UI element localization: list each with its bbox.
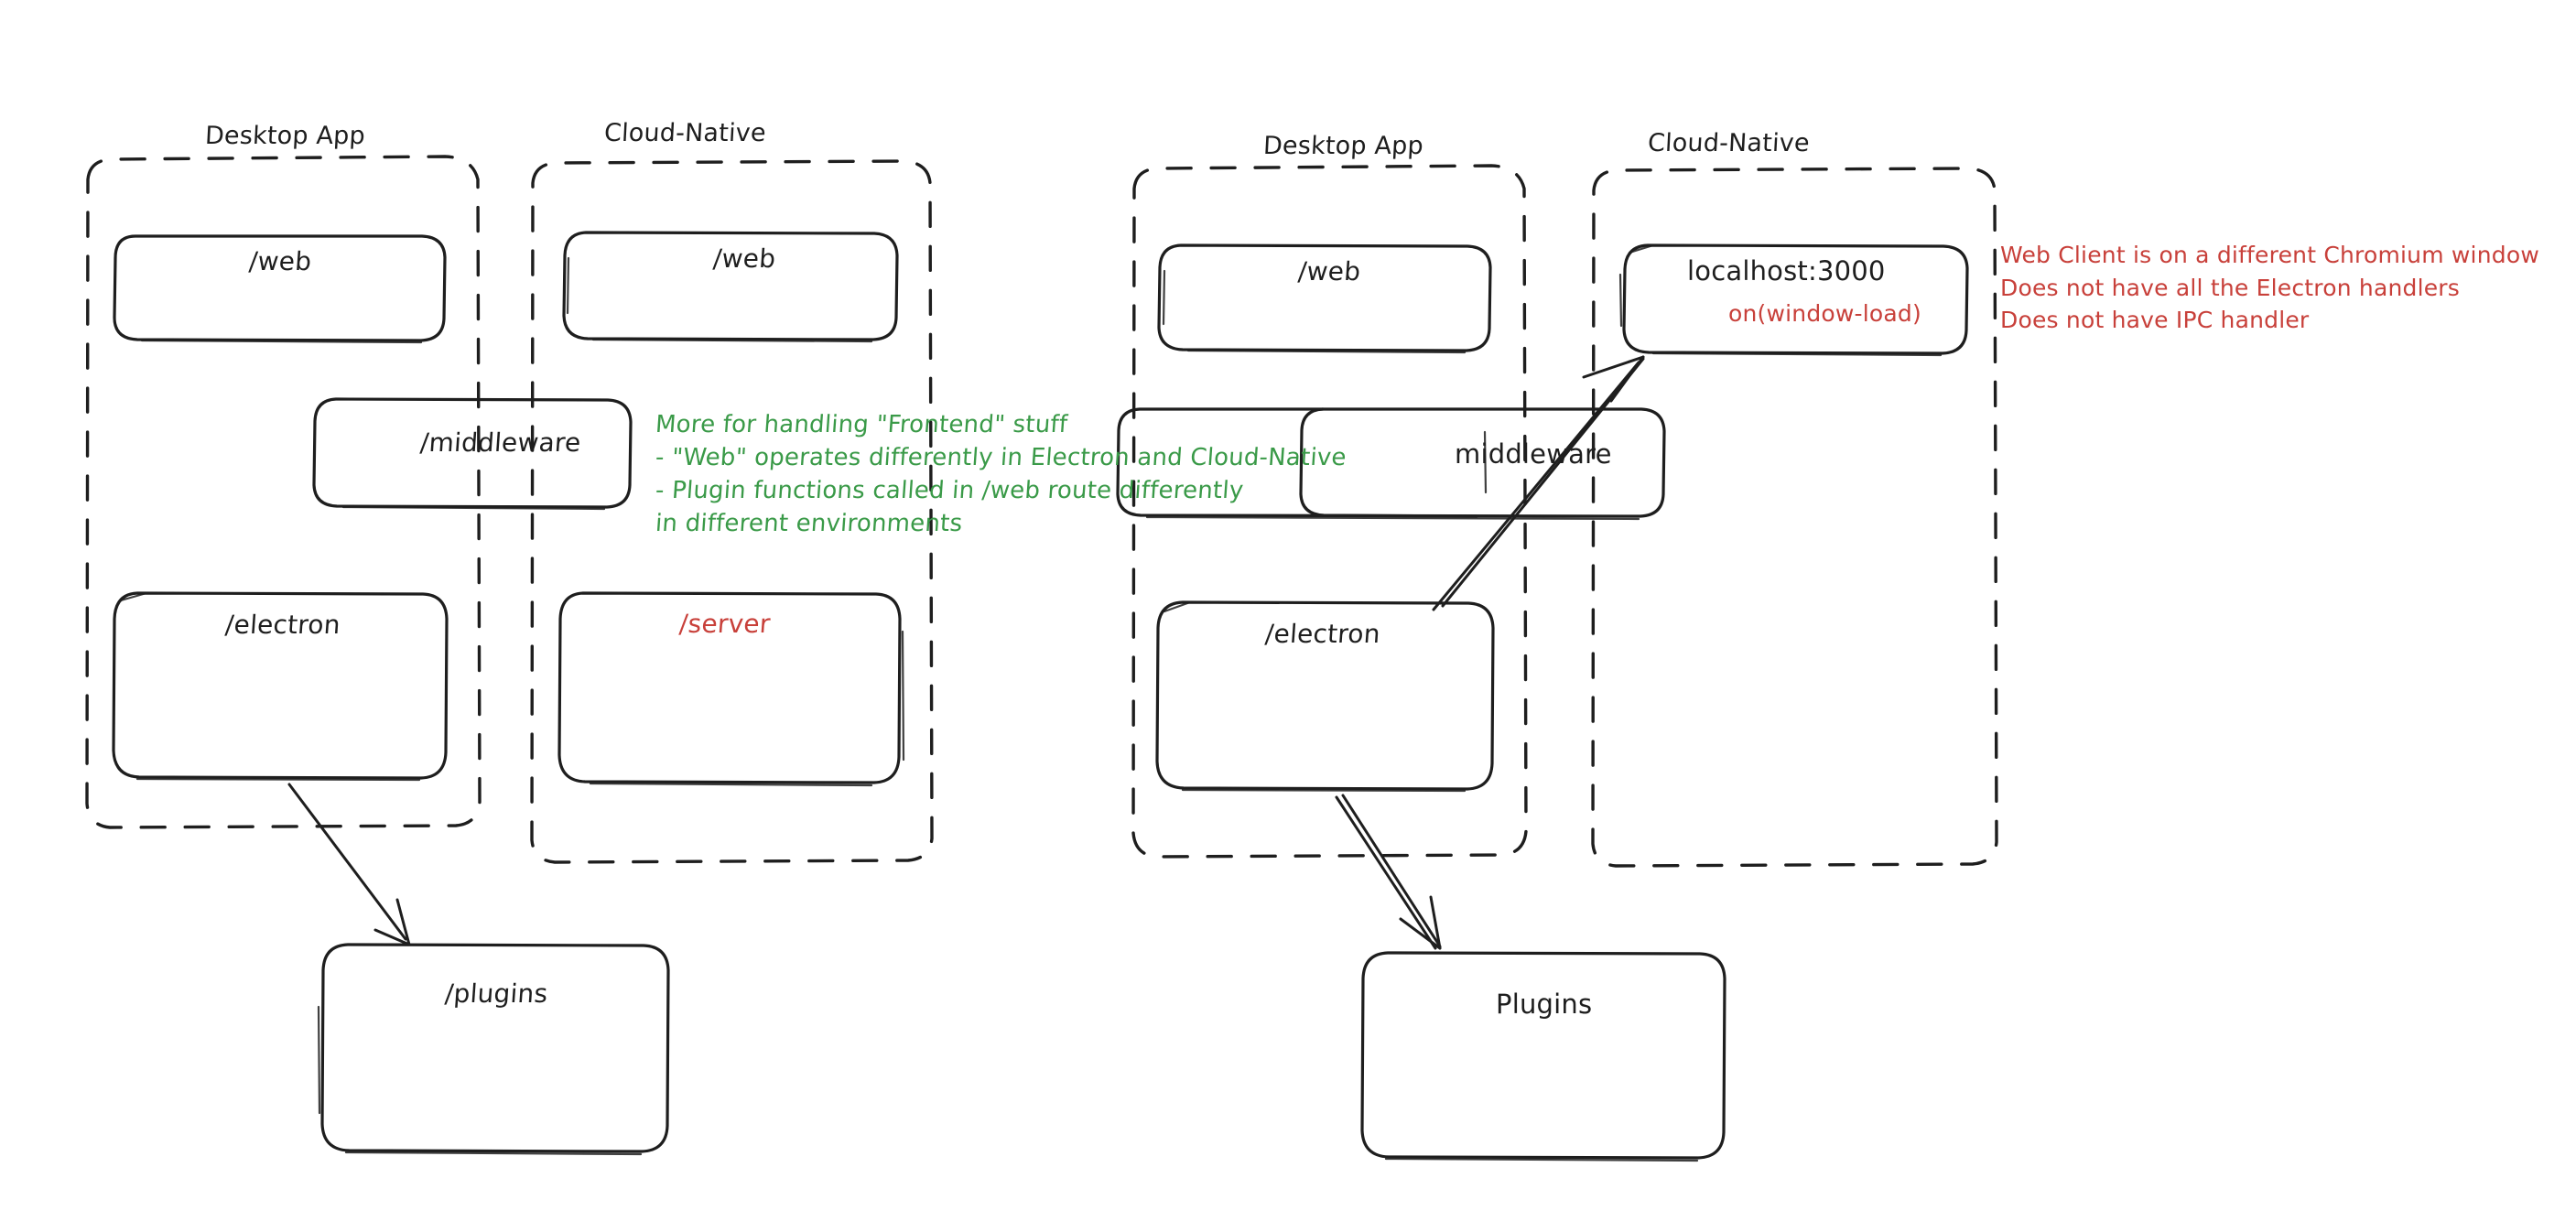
left-desktop-web-label: /web [247, 246, 313, 276]
red-annotation-note: Web Client is on a different Chromium wi… [2000, 239, 2539, 337]
right-localhost-onload-label: on(window-load) [1728, 300, 1921, 327]
left-cloud-web-label: /web [711, 243, 777, 274]
left-middleware-label: /middleware [418, 427, 582, 458]
right-desktop-app-title: Desktop App [1262, 132, 1424, 160]
left-plugins-box [317, 943, 670, 1156]
right-plugins-label: Plugins [1496, 989, 1593, 1020]
right-middleware-label: middleware [1455, 438, 1612, 470]
right-electron-to-plugins-arrow [1335, 794, 1442, 950]
green-note-line-2: - "Web" operates differently in Electron… [655, 443, 1348, 471]
left-middleware-box [312, 397, 633, 511]
green-annotation-note: More for handling "Frontend" stuff - "We… [655, 409, 1348, 541]
left-desktop-app-title: Desktop App [204, 122, 366, 150]
right-plugins-box [1360, 951, 1726, 1162]
right-desktop-app-container [1131, 164, 1528, 859]
left-desktop-app-container [85, 155, 482, 829]
left-cloud-native-title: Cloud-Native [603, 119, 767, 147]
left-electron-box [112, 591, 449, 782]
right-middleware-box [1116, 407, 1666, 521]
right-cloud-native-container [1591, 167, 1998, 868]
right-desktop-web-label: /web [1296, 256, 1362, 286]
green-note-line-1: More for handling "Frontend" stuff [655, 411, 1069, 438]
red-note-line-3: Does not have IPC handler [2000, 307, 2310, 333]
green-note-line-4: in different environments [655, 509, 964, 537]
right-cloud-native-title: Cloud-Native [1647, 129, 1811, 157]
right-electron-box [1155, 600, 1495, 793]
right-localhost-box [1618, 243, 1969, 357]
right-electron-to-localhost-arrow [1432, 355, 1645, 611]
right-localhost-label: localhost:3000 [1687, 255, 1886, 286]
green-note-line-3: - Plugin functions called in /web route … [655, 476, 1245, 504]
left-plugins-label: /plugins [443, 978, 549, 1009]
right-desktop-web-box [1157, 243, 1492, 354]
right-electron-label: /electron [1263, 619, 1381, 649]
left-electron-to-plugins-arrow [287, 783, 411, 946]
red-note-line-1: Web Client is on a different Chromium wi… [2000, 242, 2539, 268]
left-server-label: /server [677, 609, 772, 639]
left-cloud-web-box [562, 231, 899, 343]
left-cloud-native-container [530, 159, 934, 864]
left-electron-label: /electron [223, 610, 341, 640]
left-server-box [557, 591, 905, 787]
red-note-line-2: Does not have all the Electron handlers [2000, 274, 2461, 301]
left-desktop-web-box [113, 234, 447, 344]
